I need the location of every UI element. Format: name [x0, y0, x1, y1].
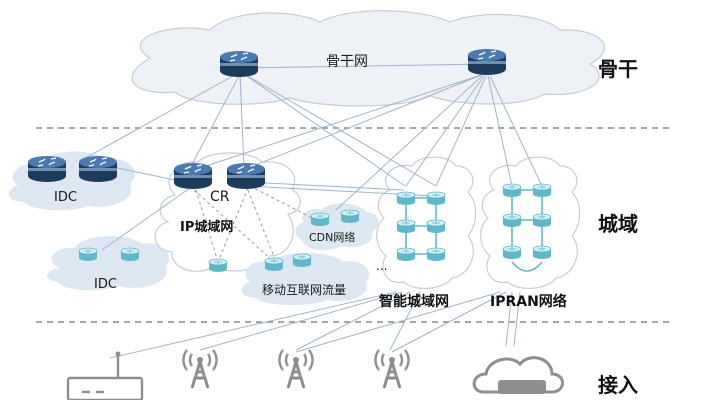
ipran-switch-icon [532, 213, 552, 228]
ip-metro-switch-icon [208, 258, 228, 273]
backbone-router-left-icon [219, 50, 259, 78]
access-links [109, 291, 521, 359]
backbone-links [81, 63, 543, 251]
tier-metro-label: 城域 [598, 212, 638, 236]
smart-metro-label: 智能城域网 [378, 293, 449, 310]
ipran-switch-icon [502, 213, 522, 228]
cr-router-left-icon [173, 162, 213, 190]
cr-dashed-links [193, 185, 321, 263]
ipran-switch-icon [502, 183, 522, 198]
base-station-1-icon [181, 348, 219, 390]
ellipsis-label: ... [376, 259, 387, 273]
tier-access-label: 接入 [598, 373, 638, 397]
idc-router-1-icon [27, 155, 67, 183]
smart-metro-switch-icon [426, 191, 446, 206]
backbone-cloud-label: 骨干网 [326, 54, 368, 70]
cdn-switch-1-icon [310, 212, 330, 227]
backbone-router-right-icon [467, 48, 507, 76]
idc-top-label: IDC [54, 190, 77, 205]
base-station-3-icon [373, 348, 411, 390]
idc-switch-2-icon [120, 247, 140, 262]
ipran-label: IPRAN网络 [490, 293, 567, 310]
cr-router-right-icon [226, 162, 266, 190]
smart-metro-switch-icon [396, 219, 416, 234]
ipran-cloud [480, 156, 581, 289]
ipran-switch-icon [532, 183, 552, 198]
mobile-switch-2-icon [292, 253, 312, 268]
ipran-switch-icon [502, 245, 522, 260]
idc-bottom-label: IDC [94, 277, 117, 292]
cdn-switch-2-icon [340, 209, 360, 224]
smart-metro-switch-icon [396, 247, 416, 262]
mobile-traffic-label: 移动互联网流量 [262, 283, 346, 297]
home-gateway-icon [66, 351, 144, 400]
smart-metro-switch-icon [426, 219, 446, 234]
ip-metro-label: IP城域网 [180, 219, 233, 235]
idc-router-2-icon [78, 155, 118, 183]
cloud-storage-icon [472, 356, 564, 394]
mobile-switch-1-icon [264, 257, 284, 272]
base-station-2-icon [277, 348, 315, 390]
smart-metro-switch-icon [426, 247, 446, 262]
cr-label: CR [210, 189, 230, 205]
backbone-cloud [131, 10, 605, 107]
tier-backbone-label: 骨干 [598, 57, 638, 81]
idc-switch-1-icon [78, 247, 98, 262]
ipran-switch-icon [532, 245, 552, 260]
smart-metro-switch-icon [396, 191, 416, 206]
cdn-label: CDN网络 [309, 230, 355, 244]
